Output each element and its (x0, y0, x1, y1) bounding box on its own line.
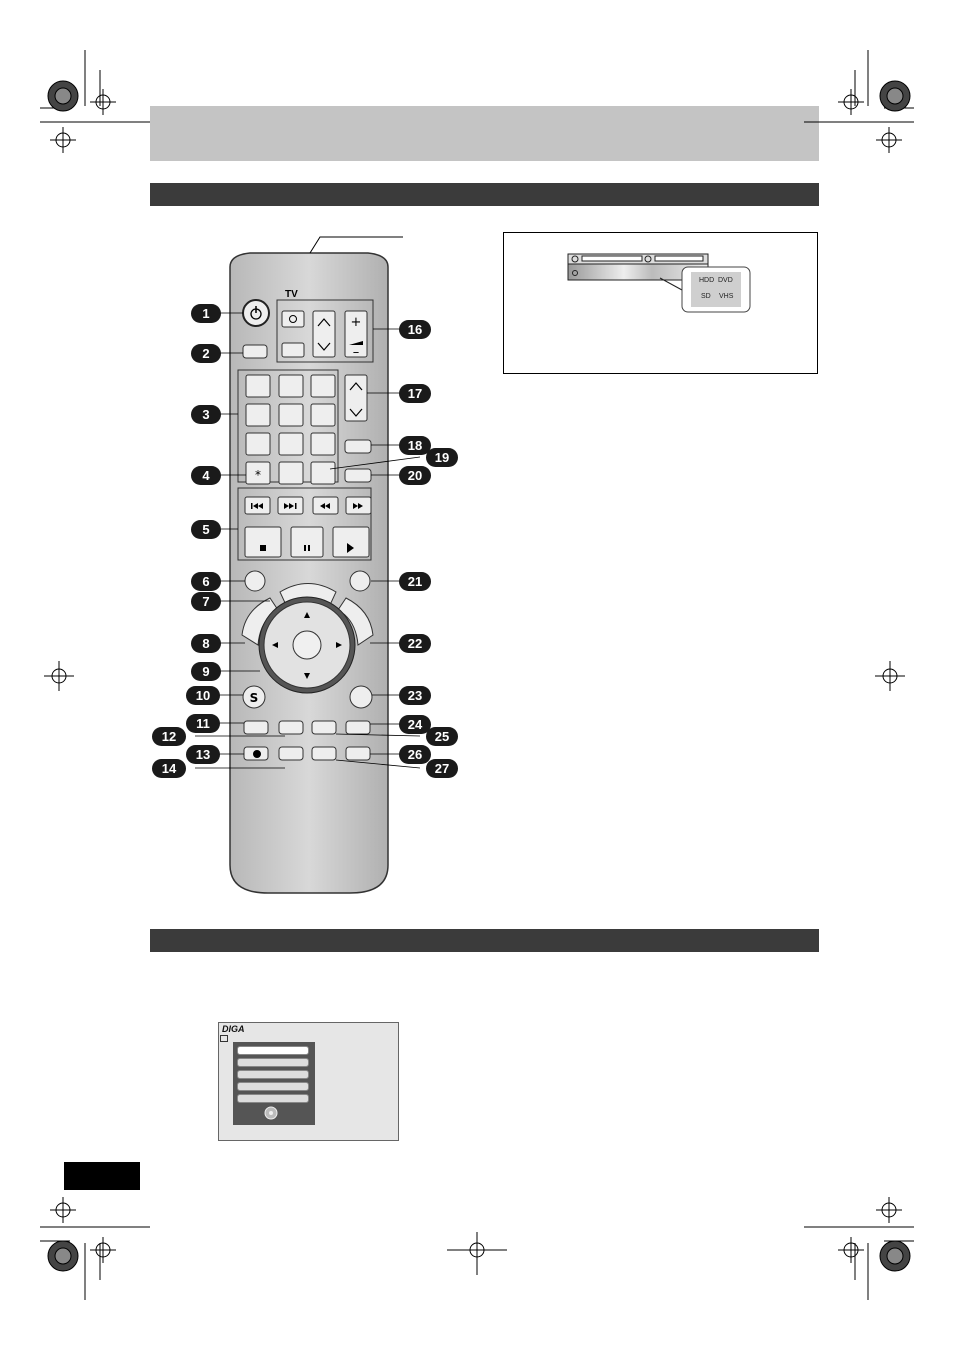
menu-item-2[interactable] (237, 1058, 309, 1067)
callout-21: 21 (399, 572, 431, 591)
callout-27: 27 (426, 759, 458, 778)
svg-text:S: S (250, 691, 259, 705)
record-icon (253, 750, 261, 758)
callout-3: 3 (191, 405, 221, 424)
diga-logo: DIGA (222, 1024, 245, 1034)
indicator-hdd: HDD (699, 277, 714, 284)
volume-minus-icon: – (353, 345, 360, 360)
callout-9: 9 (191, 662, 221, 681)
callout-7: 7 (191, 592, 221, 611)
callout-4: 4 (191, 466, 221, 485)
drive-icon (220, 1035, 228, 1042)
callout-10: 10 (186, 686, 220, 705)
callout-13: 13 (186, 745, 220, 764)
volume-plus-icon: + (351, 315, 362, 330)
callout-16: 16 (399, 320, 431, 339)
callout-1: 1 (191, 304, 221, 323)
svg-text:*: * (255, 468, 261, 482)
callout-19: 19 (426, 448, 458, 467)
callout-20: 20 (399, 466, 431, 485)
menu-item-5[interactable] (237, 1094, 309, 1103)
indicator-vhs: VHS (719, 293, 733, 300)
indicator-dvd: DVD (718, 277, 733, 284)
menu-item-3[interactable] (237, 1070, 309, 1079)
callout-25: 25 (426, 727, 458, 746)
callout-14: 14 (152, 759, 186, 778)
callout-22: 22 (399, 634, 431, 653)
recorder-front-panel-illustration (560, 250, 760, 320)
callout-6: 6 (191, 572, 221, 591)
callout-11: 11 (186, 714, 220, 733)
indicator-sd: SD (701, 293, 711, 300)
callout-8: 8 (191, 634, 221, 653)
callout-17: 17 (399, 384, 431, 403)
menu-item-1[interactable] (237, 1046, 309, 1055)
callout-26: 26 (399, 745, 431, 764)
navigation-icon (264, 1106, 280, 1120)
callout-2: 2 (191, 344, 221, 363)
menu-item-4[interactable] (237, 1082, 309, 1091)
callout-5: 5 (191, 520, 221, 539)
stop-icon (260, 545, 266, 551)
callout-12: 12 (152, 727, 186, 746)
tv-label: TV (285, 289, 298, 300)
callout-23: 23 (399, 686, 431, 705)
